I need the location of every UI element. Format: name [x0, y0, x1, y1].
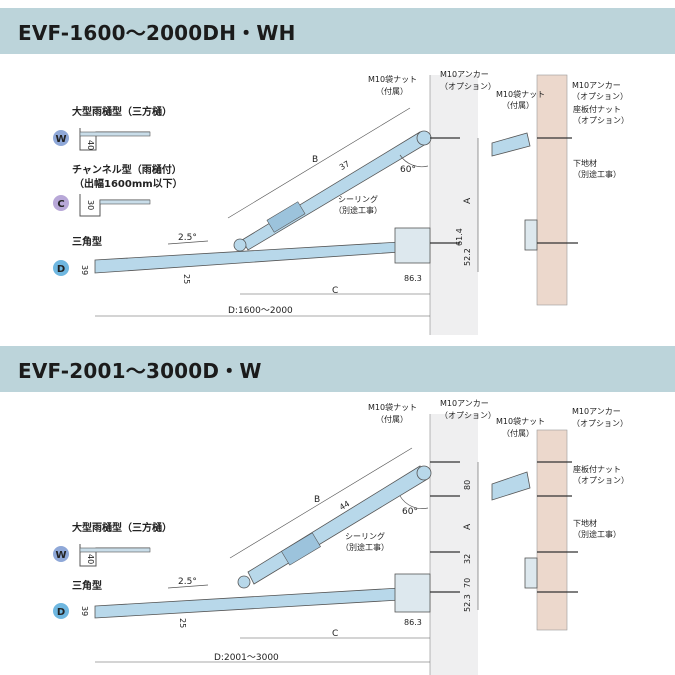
type-c-dim: 30 [86, 200, 95, 210]
bottom-bracket [394, 227, 431, 264]
badge-c-icon [53, 195, 69, 211]
pipe-dim: 37 [338, 159, 351, 172]
dim-d2-2: 52.3 [463, 594, 472, 612]
detail-nut-sub-2: （付属） [502, 428, 534, 438]
detail-seat-nut-sub: （オプション） [573, 116, 629, 125]
section-header-2: EVF-2001～3000D・W [0, 346, 675, 392]
dim-c: C [332, 286, 338, 296]
dim-d4-2: 70 [463, 578, 472, 588]
beam-dim-2: 25 [178, 618, 187, 628]
detail-anchor-sub: （オプション） [572, 92, 628, 101]
detail-anchor: M10アンカー [572, 81, 621, 90]
detail-nut: M10袋ナット [496, 89, 545, 99]
detail-seat-nut-2: 座板付ナット [573, 464, 621, 474]
type-d2-name: 三角型 [72, 579, 102, 592]
slope-label-2: 2.5° [178, 577, 197, 587]
section-header-1: EVF-1600～2000DH・WH [0, 8, 675, 54]
detail-base-sub-2: （別途工事） [573, 529, 621, 539]
angle-label-2: 60° [402, 507, 418, 517]
dim-d3: 86.3 [404, 274, 422, 283]
type-w2-dim: 40 [86, 554, 95, 564]
dim-b: B [312, 155, 318, 165]
slope-label: 2.5° [178, 233, 197, 243]
label-anchor-2: M10アンカー [440, 399, 489, 408]
label-sealing-2: シーリング [345, 531, 385, 541]
type-c-name: チャンネル型（雨樋付） [72, 163, 182, 176]
awning-diagram-1: W 大型雨樋型（三方樋） 40 C チャンネル型（雨樋付） （出幅1600mm以… [53, 70, 629, 335]
detail-base: 下地材 [573, 158, 597, 168]
label-anchor: M10アンカー [440, 70, 489, 79]
type-legend-c: C チャンネル型（雨樋付） （出幅1600mm以下） 30 [53, 163, 183, 217]
badge-d-icon [53, 260, 69, 276]
label-nut: M10袋ナット [368, 74, 417, 84]
type-legend-w: W 大型雨樋型（三方樋） 40 [53, 105, 172, 151]
wall-detail-2 [536, 429, 568, 631]
type-d2-dim: 39 [80, 606, 89, 616]
label-nut-sub: （付属） [376, 86, 408, 96]
type-w-name: 大型雨樋型（三方樋） [72, 105, 172, 118]
label-anchor-sub: （オプション） [440, 82, 496, 91]
label-nut-2: M10袋ナット [368, 402, 417, 412]
dim-b-2: B [314, 495, 320, 505]
dim-d1: 61.4 [455, 228, 464, 246]
detail-seat-nut: 座板付ナット [573, 104, 621, 114]
dim-c-2: C [332, 629, 338, 639]
type-d-dim: 39 [80, 265, 89, 275]
badge-c-letter: C [57, 199, 64, 210]
section-title-2: EVF-2001～3000D・W [18, 359, 262, 383]
dim-total: D:1600～2000 [228, 306, 293, 316]
detail-nut-sub: （付属） [502, 100, 534, 110]
badge-w2-letter: W [55, 550, 66, 561]
dim-top-2: 80 [463, 480, 472, 490]
wall-main-2 [430, 414, 478, 675]
wall-detail [536, 74, 568, 306]
label-sealing: シーリング [338, 194, 378, 204]
badge-w-letter: W [55, 134, 66, 145]
type-w2-name: 大型雨樋型（三方樋） [72, 521, 172, 534]
label-anchor-sub-2: （オプション） [440, 411, 496, 420]
beam-dim: 25 [182, 274, 191, 284]
type-legend-d2: D 三角型 39 [53, 579, 102, 619]
detail-seat-nut-sub-2: （オプション） [573, 476, 629, 485]
type-d-name: 三角型 [72, 235, 102, 248]
badge-w-icon [53, 130, 69, 146]
detail-base-sub: （別途工事） [573, 169, 621, 179]
type-w-dim: 40 [86, 140, 95, 150]
badge-d2-icon [53, 603, 69, 619]
dim-d1-2: 32 [463, 554, 472, 564]
label-sealing-sub-2: （別途工事） [341, 542, 389, 552]
detail-base-2: 下地材 [573, 518, 597, 528]
awning-beam-2 [94, 587, 401, 619]
strut-joint [266, 201, 306, 233]
type-legend-w2: W 大型雨樋型（三方樋） 40 [53, 521, 172, 567]
angle-label: 60° [400, 165, 416, 175]
strut-pipe-2 [247, 465, 427, 585]
section-title-1: EVF-1600～2000DH・WH [18, 21, 296, 45]
detail-nut-2: M10袋ナット [496, 416, 545, 426]
pipe-dim-2: 44 [338, 499, 351, 512]
detail-anchor-sub-2: （オプション） [572, 419, 628, 428]
detail-anchor-2: M10アンカー [572, 407, 621, 416]
label-nut-sub-2: （付属） [376, 414, 408, 424]
awning-diagram-2: W 大型雨樋型（三方樋） 40 D 三角型 39 60° 2.5° 25 B 4… [53, 399, 629, 675]
badge-w2-icon [53, 546, 69, 562]
wall-main [430, 75, 478, 335]
type-c-sub: （出幅1600mm以下） [74, 177, 183, 190]
badge-d-letter: D [57, 264, 65, 275]
dim-a: A [463, 197, 473, 204]
label-sealing-sub: （別途工事） [334, 205, 382, 215]
dim-d3-2: 86.3 [404, 618, 422, 627]
dim-a-2: A [463, 523, 473, 530]
type-legend-d: D 三角型 39 [53, 235, 102, 276]
dim-total-2: D:2001～3000 [214, 653, 279, 663]
dim-d2: 52.2 [463, 248, 472, 266]
badge-d2-letter: D [57, 607, 65, 618]
